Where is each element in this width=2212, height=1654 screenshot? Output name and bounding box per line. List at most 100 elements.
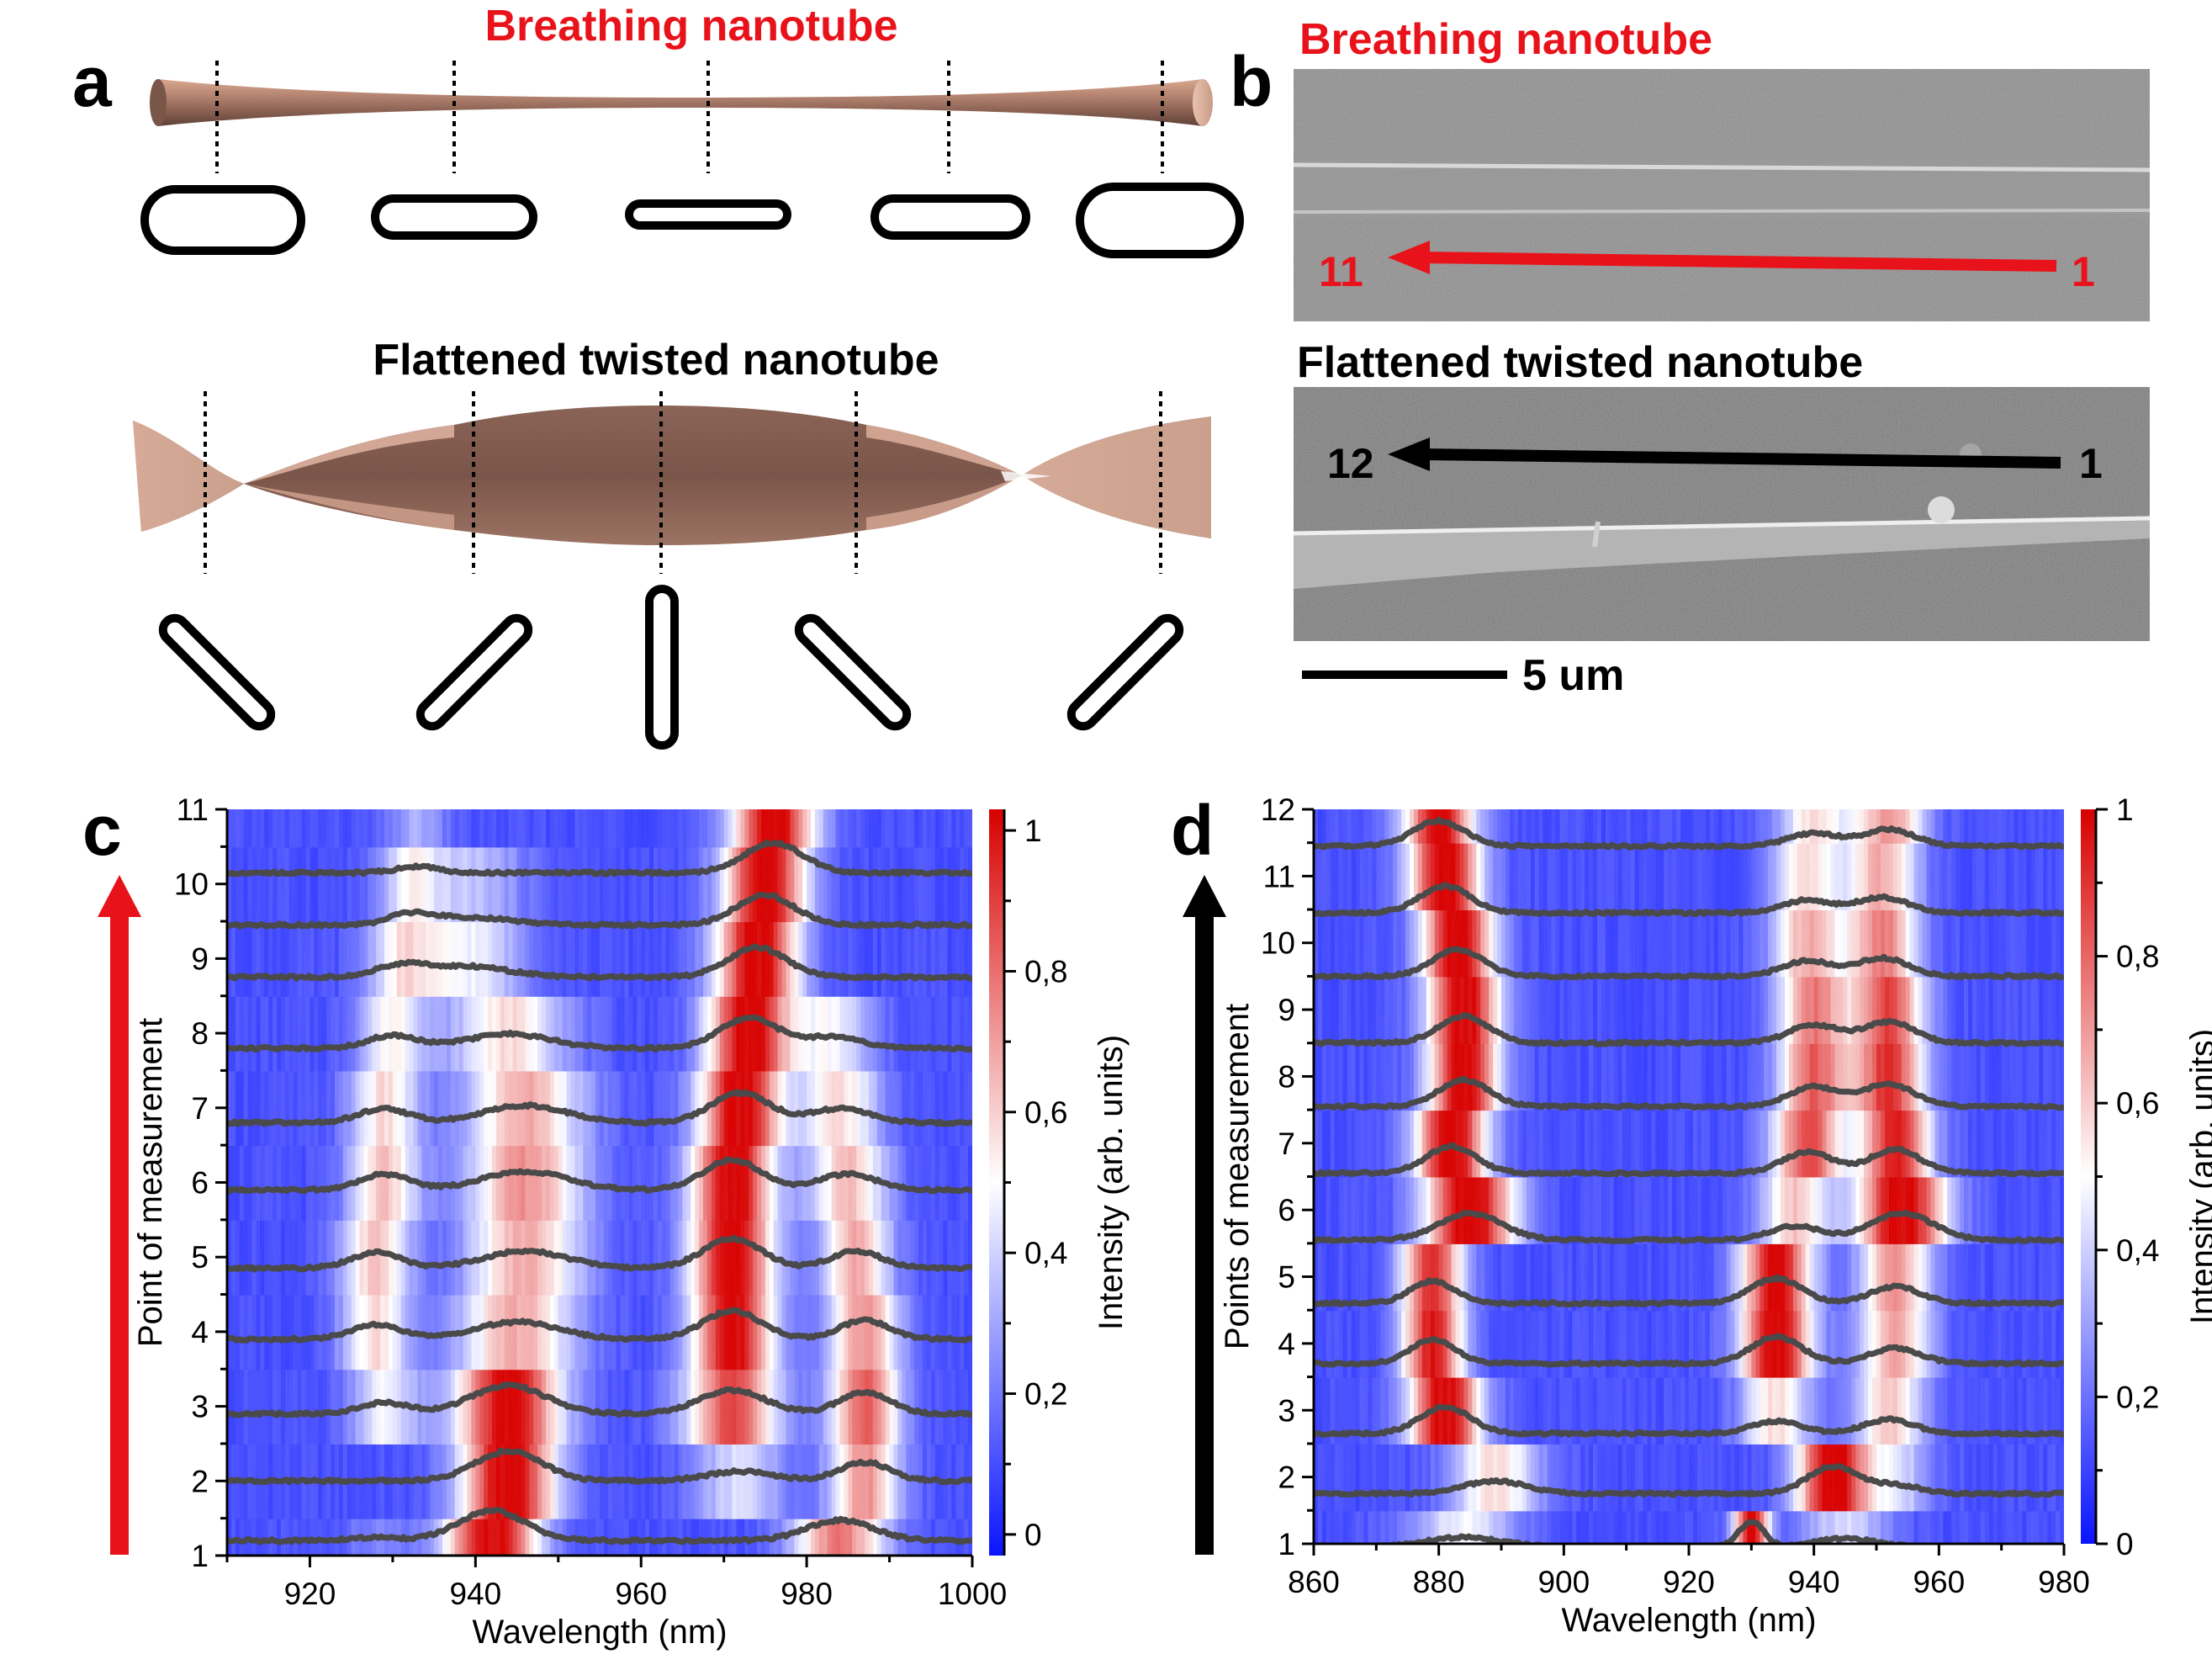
spectrum-trace-point-3: [227, 1381, 972, 1418]
colorbar-tick-label: 0,8: [1024, 954, 1067, 989]
colorbar-tick-label: 0,2: [2116, 1380, 2159, 1414]
colorbar-gradient: [2081, 809, 2096, 1544]
panel-b-top-title: Breathing nanotube: [1299, 15, 1712, 64]
twist-section-3: [645, 585, 679, 750]
colorbar-tick-label: 0: [2116, 1527, 2134, 1561]
panel-b-letter: b: [1230, 42, 1273, 121]
spectrum-trace-point-9: [1314, 1012, 2064, 1047]
y-tick-label: 9: [191, 941, 209, 976]
breathing-arrow-start-label: 1: [2072, 248, 2095, 295]
spectrum-trace-point-9: [227, 943, 972, 982]
cross-section-5: [1076, 183, 1244, 258]
cross-section-4: [871, 194, 1030, 240]
twisted-measurement-arrow: 12 1: [1327, 437, 2103, 487]
scale-bar: 5 um: [1302, 651, 1624, 700]
spectra-d: [1314, 816, 2064, 1544]
colorbar-tick-label: 0,6: [1024, 1095, 1067, 1130]
y-tick-label: 2: [191, 1464, 209, 1498]
x-axis-title: Wavelength (nm): [472, 1614, 727, 1651]
spectrum-trace-point-12: [1314, 816, 2064, 851]
y-tick-label: 10: [174, 867, 209, 902]
cross-section-1: [140, 185, 305, 255]
spectrum-trace-point-7: [1314, 1142, 2064, 1178]
spectrum-trace-point-4: [1314, 1333, 2064, 1368]
y-axis-title: Point of measurement: [132, 1018, 169, 1347]
spectrum-trace-point-10: [227, 892, 972, 930]
y-tick-label: 4: [191, 1315, 209, 1349]
spectrum-trace-point-1: [227, 1507, 972, 1545]
heatmap-grain: [1314, 809, 2064, 1544]
spectrum-trace-point-5: [1314, 1274, 2064, 1308]
breathing-arrow-end-label: 11: [1319, 248, 1363, 295]
panel-c-measurement-arrow: [98, 875, 141, 1555]
y-tick-label: 1: [191, 1539, 209, 1573]
breathing-tube-drawing: [150, 79, 1213, 126]
y-tick-label: 3: [1278, 1393, 1295, 1428]
y-tick-label: 12: [1261, 793, 1295, 827]
y-tick-label: 5: [1278, 1260, 1295, 1295]
spectrum-trace-point-5: [227, 1234, 972, 1273]
y-tick-label: 5: [191, 1240, 209, 1275]
spectrum-trace-point-6: [1314, 1209, 2064, 1244]
colorbar-tick-label: 0,4: [2116, 1233, 2159, 1268]
spectrum-trace-point-1: [1321, 1519, 2046, 1544]
twisted-ribbon-drawing: [133, 406, 1211, 545]
twist-section-2: [415, 613, 533, 731]
sem-image-breathing: [1293, 69, 2151, 321]
twisted-arrow-start-label: 1: [2079, 440, 2103, 487]
spectrum-trace-point-7: [227, 1089, 972, 1127]
y-tick-label: 8: [1278, 1059, 1295, 1094]
twisted-arrow-end-label: 12: [1327, 440, 1374, 487]
breathing-measurement-arrow: 11 1: [1319, 241, 2095, 295]
spectrum-trace-point-11: [1314, 882, 2064, 918]
x-tick-label: 940: [449, 1577, 501, 1611]
sem-image-twisted: [1293, 387, 2151, 641]
panel-b-bottom-title: Flattened twisted nanotube: [1297, 338, 1863, 387]
x-tick-label: 980: [781, 1577, 833, 1611]
y-tick-label: 8: [191, 1016, 209, 1051]
y-tick-label: 7: [191, 1091, 209, 1126]
cross-section-3: [625, 199, 791, 230]
twisted-ribbon-section-lines: [204, 391, 1162, 574]
x-tick-label: 960: [1913, 1565, 1965, 1599]
y-tick-label: 2: [1278, 1461, 1295, 1495]
x-tick-label: 940: [1788, 1565, 1840, 1599]
spectrum-trace-point-3: [1314, 1403, 2064, 1439]
colorbar-title: Intensity (arb. units): [2184, 1029, 2212, 1324]
x-tick-label: 900: [1537, 1565, 1590, 1599]
colorbar-tick-label: 0,6: [2116, 1086, 2159, 1121]
y-tick-label: 4: [1278, 1327, 1295, 1361]
spectrum-trace-point-2: [227, 1447, 972, 1486]
x-tick-label: 920: [284, 1577, 336, 1611]
y-tick-label: 11: [1263, 859, 1295, 893]
y-tick-label: 11: [177, 793, 209, 827]
colorbar-gradient: [989, 809, 1004, 1556]
panel-b: b Breathing nanotube 11 1 Flattened twis…: [1230, 15, 2151, 700]
panel-a-top-title: Breathing nanotube: [484, 2, 897, 50]
colorbar-tick-label: 0: [1024, 1518, 1042, 1552]
spectrum-trace-point-4: [227, 1307, 972, 1344]
y-tick-label: 6: [191, 1166, 209, 1201]
twist-section-1: [158, 613, 276, 731]
panel-a-bottom-title: Flattened twisted nanotube: [373, 336, 939, 384]
y-tick-label: 6: [1278, 1193, 1295, 1227]
x-tick-label: 920: [1663, 1565, 1715, 1599]
spectrum-trace-point-11: [227, 839, 972, 877]
y-tick-label: 10: [1261, 926, 1295, 961]
colorbar-tick-label: 0,4: [1024, 1236, 1067, 1270]
x-axis-title: Wavelength (nm): [1561, 1602, 1816, 1639]
x-tick-label: 980: [2038, 1565, 2090, 1599]
spectrum-trace-point-2: [1314, 1463, 2064, 1498]
colorbar-title: Intensity (arb. units): [1093, 1035, 1130, 1330]
scale-bar-label: 5 um: [1522, 651, 1624, 700]
x-tick-label: 860: [1288, 1565, 1340, 1599]
spectrum-trace-point-10: [1314, 946, 2064, 981]
panel-a-letter: a: [72, 42, 113, 121]
breathing-tube-section-lines: [215, 61, 1164, 173]
y-tick-label: 7: [1278, 1127, 1295, 1161]
heatmap-c: [227, 809, 972, 1556]
